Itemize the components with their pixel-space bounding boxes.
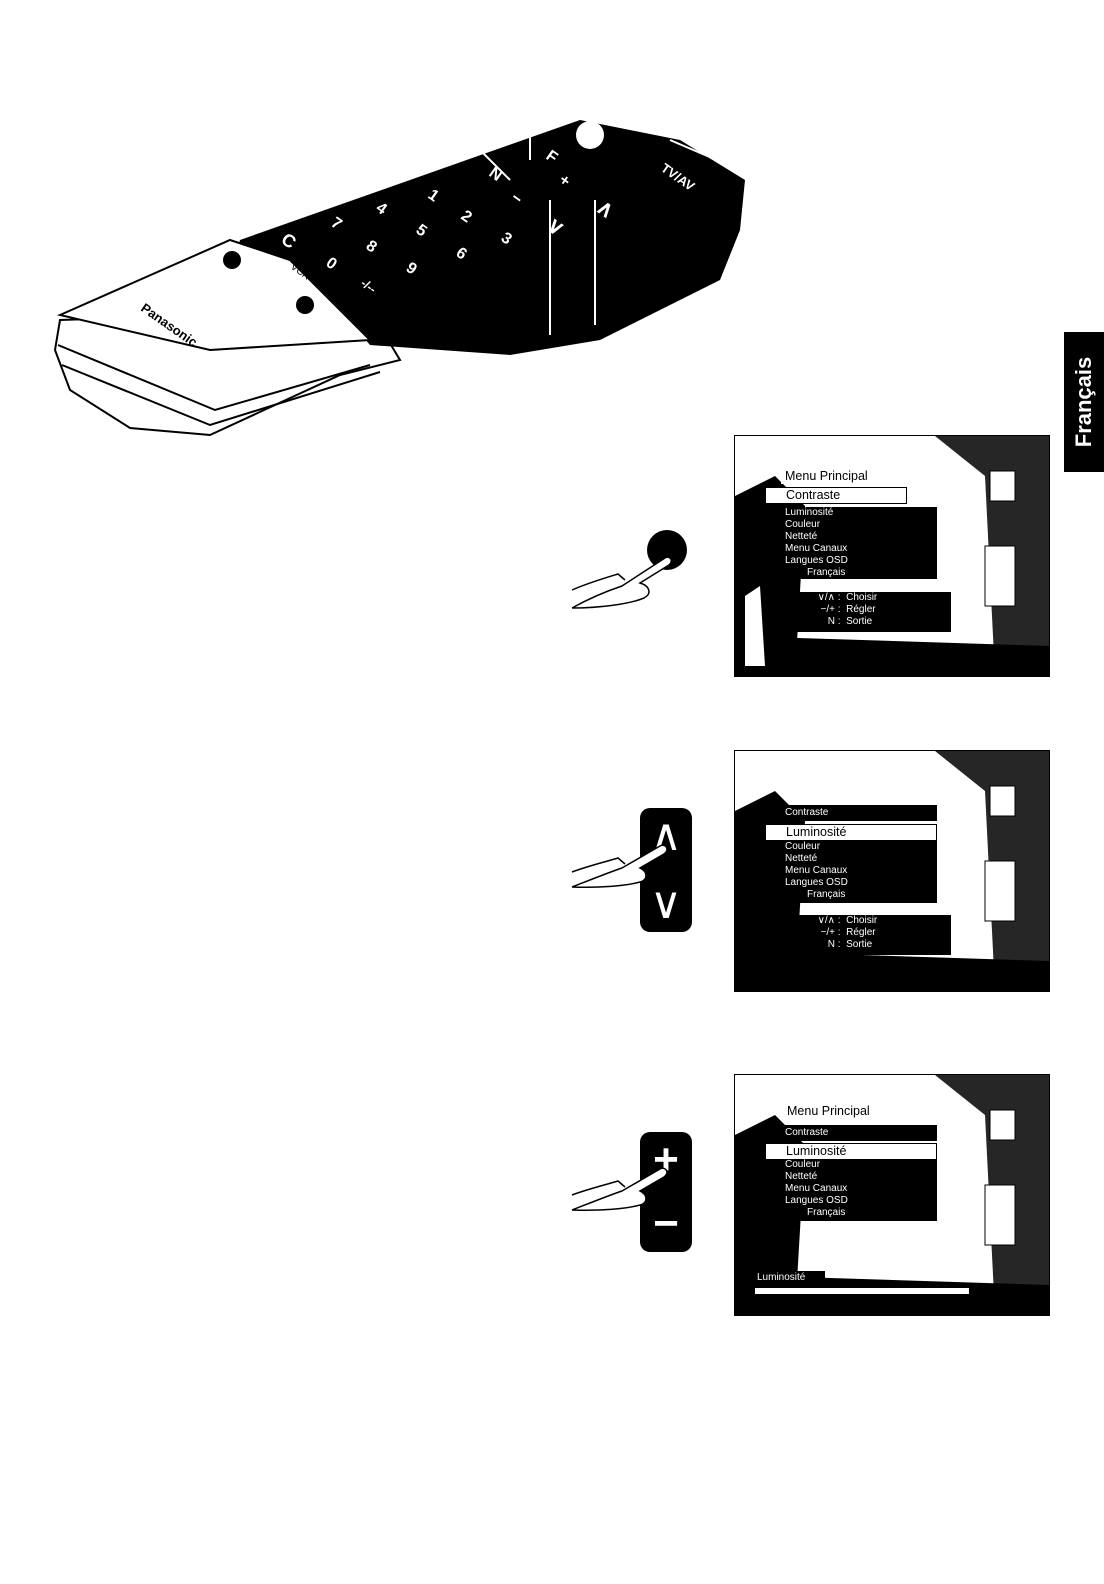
menu-item-luminosite[interactable]: Luminosité bbox=[785, 507, 834, 518]
minus-button[interactable]: − bbox=[653, 1199, 679, 1248]
menu-item-nettete[interactable]: Netteté bbox=[785, 531, 818, 542]
language-tab-label: Français bbox=[1071, 356, 1096, 448]
menu-item-couleur[interactable]: Couleur bbox=[785, 1159, 821, 1170]
menu-item-nettete[interactable]: Netteté bbox=[785, 1171, 818, 1182]
menu-item-language-value[interactable]: Français bbox=[807, 1207, 846, 1218]
hand-pressing-plus-icon bbox=[571, 1167, 668, 1211]
adjust-bar-fill bbox=[755, 1288, 969, 1294]
menu-item-couleur[interactable]: Couleur bbox=[785, 841, 821, 852]
menu-item-contraste[interactable]: Contraste bbox=[765, 805, 937, 821]
menu-item-langues-osd[interactable]: Langues OSD bbox=[785, 555, 848, 566]
adjust-bar-label: Luminosité bbox=[753, 1271, 825, 1285]
menu-item-luminosite[interactable]: Luminosité bbox=[765, 1143, 937, 1160]
vcr-power-button bbox=[223, 251, 241, 269]
menu-item-nettete[interactable]: Netteté bbox=[785, 853, 818, 864]
menu-title: Menu Principal bbox=[783, 1103, 874, 1119]
plus-minus-buttons[interactable]: + − bbox=[640, 1132, 692, 1252]
adjust-bar-track[interactable] bbox=[753, 1285, 1009, 1297]
tv-screen-luminosite-selected: Contraste Luminosité Couleur Netteté Men… bbox=[734, 750, 1050, 992]
menu-item-language-value[interactable]: Français bbox=[807, 567, 846, 578]
remote-control-illustration: Panasonic F N + − ∧ ∨ TV/AV 1 2 3 4 5 6 … bbox=[53, 120, 745, 437]
menu-item-luminosite[interactable]: Luminosité bbox=[765, 824, 937, 841]
help-panel: ∨/∧ : Choisir −/+ : Régler N : Sortie bbox=[765, 915, 951, 955]
help-panel: ∨/∧ : Choisir −/+ : Régler N : Sortie bbox=[765, 592, 951, 632]
down-button[interactable]: ∨ bbox=[649, 879, 683, 928]
tv-screen-main-menu: Menu Principal Contraste Luminosité Coul… bbox=[734, 435, 1050, 677]
menu-item-langues-osd[interactable]: Langues OSD bbox=[785, 877, 848, 888]
power-button bbox=[576, 121, 604, 149]
vcr-button bbox=[296, 296, 314, 314]
up-down-buttons[interactable]: ∧ ∨ bbox=[640, 808, 692, 932]
menu-item-couleur[interactable]: Couleur bbox=[785, 519, 821, 530]
language-tab: Français bbox=[1064, 332, 1104, 472]
hand-pressing-up-icon bbox=[571, 844, 668, 888]
menu-item-language-value[interactable]: Français bbox=[807, 889, 846, 900]
tv-screen-luminosite-adjust: Menu Principal Contraste Luminosité Coul… bbox=[734, 1074, 1050, 1316]
hand-pressing-button-icon bbox=[571, 530, 687, 609]
menu-item-menu-canaux[interactable]: Menu Canaux bbox=[785, 543, 848, 554]
menu-title: Menu Principal bbox=[781, 468, 872, 484]
menu-item-contraste[interactable]: Contraste bbox=[765, 487, 907, 504]
menu-item-langues-osd[interactable]: Langues OSD bbox=[785, 1195, 848, 1206]
menu-item-menu-canaux[interactable]: Menu Canaux bbox=[785, 1183, 848, 1194]
menu-item-contraste[interactable]: Contraste bbox=[765, 1125, 937, 1141]
menu-item-menu-canaux[interactable]: Menu Canaux bbox=[785, 865, 848, 876]
